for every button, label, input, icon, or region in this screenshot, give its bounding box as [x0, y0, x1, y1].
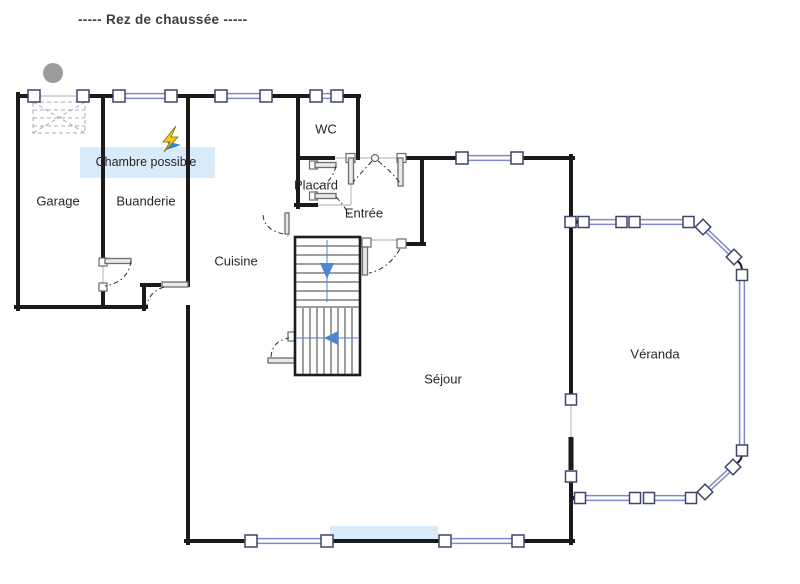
- window-frame-squares: [27, 89, 749, 548]
- garage-door-symbol: [32, 101, 86, 134]
- walls: [14, 92, 580, 545]
- room-label-placard: Placard: [293, 177, 339, 193]
- room-label-veranda: Véranda: [630, 346, 680, 362]
- gray-dot-marker: [43, 63, 63, 83]
- door-leaves: [104, 157, 404, 364]
- room-label-cuisine: Cuisine: [214, 253, 258, 269]
- page-title: ----- Rez de chaussée -----: [78, 12, 248, 27]
- stairs: [293, 235, 362, 377]
- door-jamb-squares: [98, 152, 407, 342]
- room-label-chambre-possible: Chambre possible: [95, 154, 197, 169]
- room-label-wc: WC: [315, 121, 337, 137]
- stairs-down-arrow-icon: [320, 240, 334, 302]
- room-label-entree: Entrée: [344, 205, 384, 221]
- windows: [125, 92, 746, 545]
- highlight-bottom-wall: [330, 526, 438, 541]
- power-supply-icon: [162, 125, 181, 153]
- room-label-sejour: Séjour: [424, 371, 462, 387]
- stairs-left-arrow-icon: [296, 331, 358, 345]
- door-swing-arcs: [104, 160, 401, 358]
- room-label-buanderie: Buanderie: [116, 193, 176, 209]
- room-label-garage: Garage: [36, 193, 80, 209]
